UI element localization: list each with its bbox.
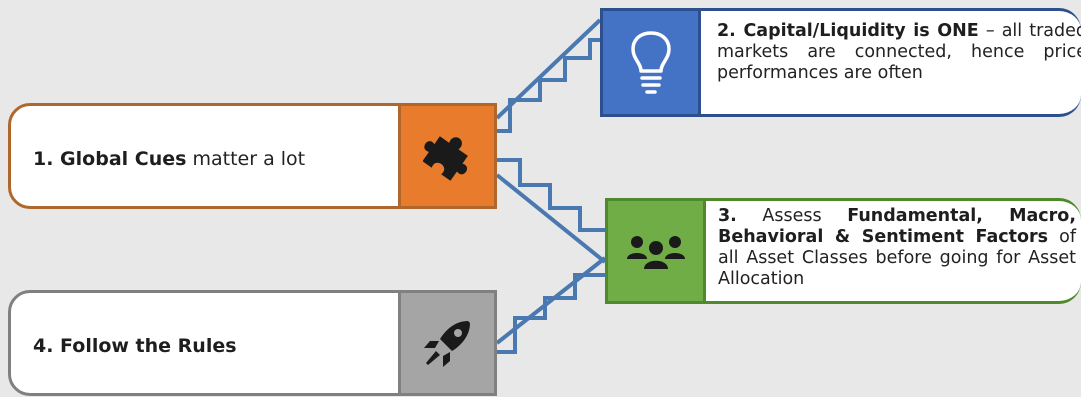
- step-4-icon-box: [398, 290, 497, 396]
- step-2-text: 2. Capital/Liquidity is ONE – all traded…: [717, 21, 1081, 83]
- step-3-text: 3. Assess Fundamental, Macro, Behavioral…: [718, 206, 1077, 289]
- step-1-text: 1. Global Cues matter a lot: [33, 148, 306, 170]
- step-4-card: 4. Follow the Rules: [8, 290, 414, 396]
- step-3-card: 3. Assess Fundamental, Macro, Behavioral…: [703, 198, 1081, 304]
- step-1-card: 1. Global Cues matter a lot: [8, 103, 414, 209]
- connector-1-to-2: [495, 18, 602, 133]
- people-icon: [626, 236, 685, 269]
- step-2-icon-box: [600, 8, 701, 117]
- connector-1-to-3: [495, 158, 607, 264]
- step-4-text: 4. Follow the Rules: [33, 335, 237, 357]
- connector-4-to-3: [495, 256, 607, 354]
- step-1-icon-box: [398, 103, 497, 209]
- step-2-card: 2. Capital/Liquidity is ONE – all traded…: [698, 8, 1081, 117]
- lightbulb-icon: [630, 30, 671, 94]
- puzzle-icon: [422, 136, 468, 181]
- step-3-icon-box: [605, 198, 706, 304]
- rocket-icon: [423, 321, 470, 367]
